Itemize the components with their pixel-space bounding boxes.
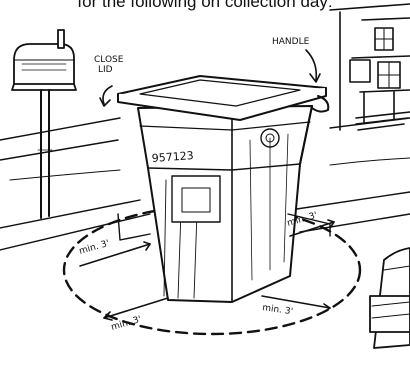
handle-arrowhead — [310, 74, 320, 82]
handle-label: HANDLE — [272, 37, 310, 47]
close-lid-label-line1: CLOSE — [94, 55, 124, 65]
clearance-label-left: min. 3' — [78, 239, 110, 257]
close-lid-arrow — [103, 86, 112, 104]
mailbox — [12, 30, 76, 218]
close-lid-arrowhead — [100, 98, 110, 106]
clearance-label-front-right: min. 3' — [262, 303, 294, 317]
close-lid-label-line2: LID — [98, 65, 113, 75]
house — [330, 4, 410, 130]
trash-cart — [138, 106, 312, 302]
car — [370, 248, 410, 348]
